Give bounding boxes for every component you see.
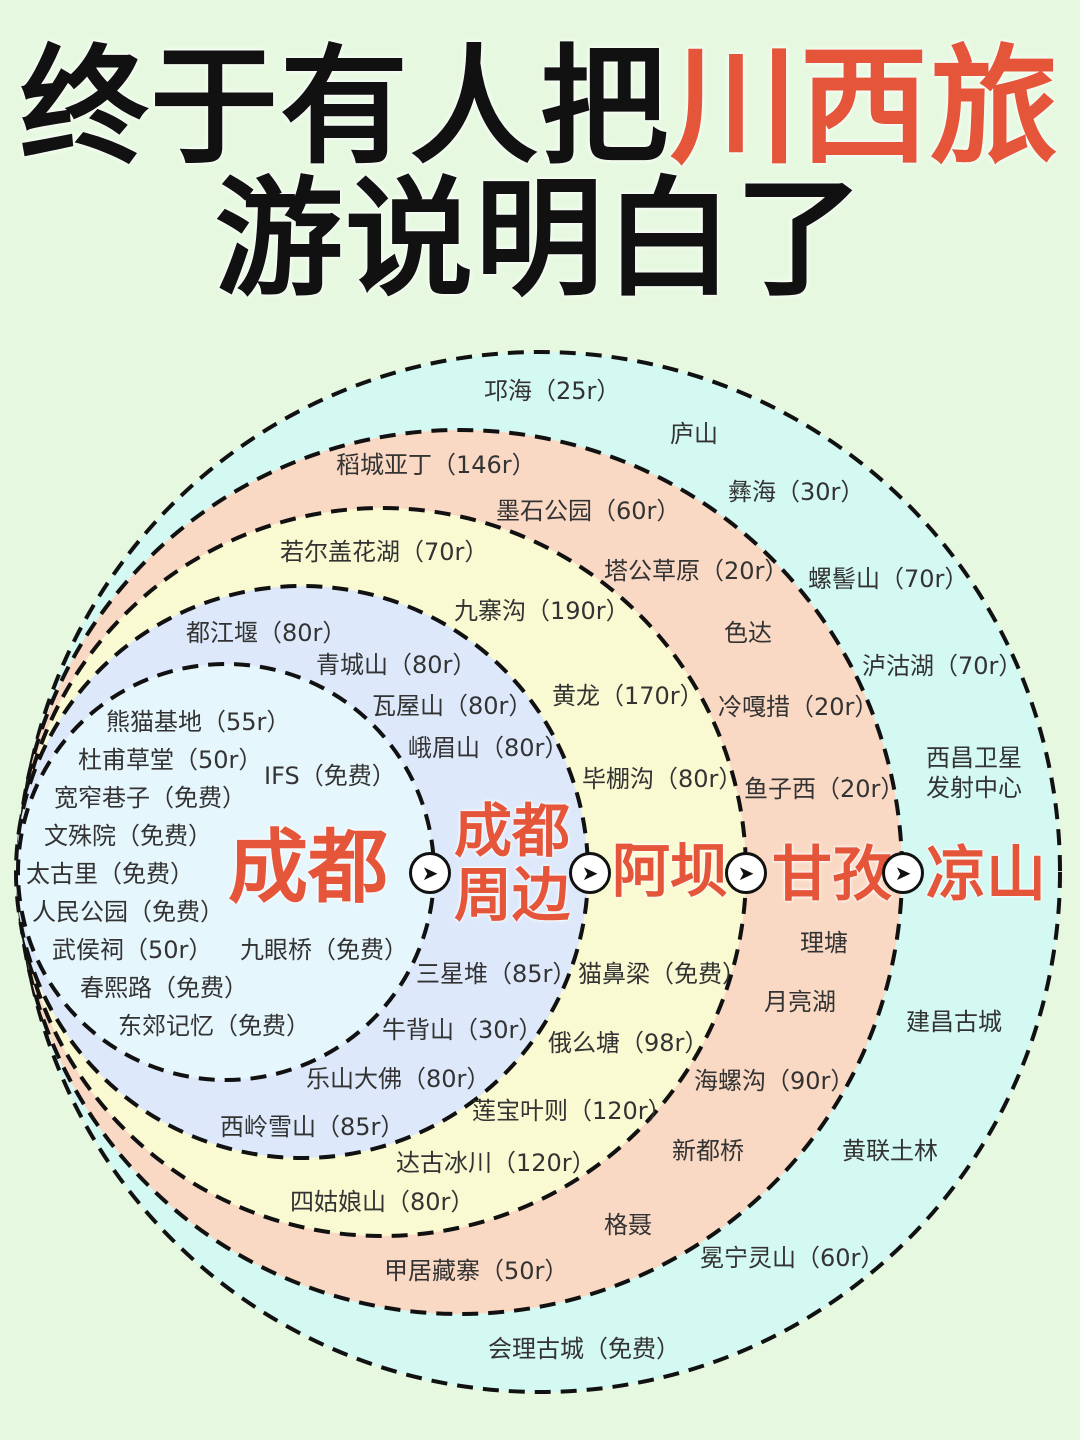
arrow-aba-to-ganzi: ➤	[725, 852, 767, 894]
spot-label: 泸沽湖（70r）	[862, 652, 1023, 680]
arrow-ganzi-to-liangshan: ➤	[882, 852, 924, 894]
spot-label: 庐山	[670, 420, 718, 448]
spot-label: 三星堆（85r）	[416, 960, 577, 988]
arrow-chengdu-to-surround: ➤	[409, 852, 451, 894]
spot-label: 西岭雪山（85r）	[220, 1113, 405, 1141]
spot-label: 莲宝叶则（120r）	[472, 1097, 672, 1125]
arrow-right-icon: ➤	[737, 861, 755, 885]
spot-label: 海螺沟（90r）	[694, 1067, 855, 1095]
spot-label: 杜甫草堂（50r）	[78, 746, 263, 774]
spot-label: 塔公草原（20r）	[604, 557, 789, 585]
spot-label: 太古里（免费）	[26, 860, 194, 888]
spot-label: 冕宁灵山（60r）	[700, 1244, 885, 1272]
spot-label: 色达	[724, 619, 772, 647]
spot-label: 发射中心	[926, 774, 1022, 802]
spot-label: 都江堰（80r）	[186, 619, 347, 647]
spot-label: 月亮湖	[764, 988, 836, 1016]
spot-label: 九寨沟（190r）	[454, 597, 630, 625]
spot-label: 西昌卫星	[926, 744, 1022, 772]
spot-label: 青城山（80r）	[316, 651, 477, 679]
spot-label: 邛海（25r）	[484, 377, 621, 405]
spot-label: 稻城亚丁（146r）	[336, 451, 536, 479]
spot-label: 猫鼻梁（免费）	[578, 960, 746, 988]
title-red-part: 川西旅	[670, 33, 1061, 182]
spot-label: 达古冰川（120r）	[396, 1149, 596, 1177]
spot-label: 东郊记忆（免费）	[118, 1012, 310, 1040]
region-title-liangshan: 凉山	[926, 840, 1046, 910]
title-line-2: 游说明白了	[214, 165, 865, 314]
arrow-surround-to-aba: ➤	[569, 852, 611, 894]
title-black-part: 终于有人把	[19, 33, 670, 182]
spot-label: 峨眉山（80r）	[408, 734, 569, 762]
spot-label: 墨石公园（60r）	[496, 497, 681, 525]
spot-label: 螺髻山（70r）	[808, 565, 969, 593]
spot-label: 武侯祠（50r）	[52, 936, 213, 964]
spot-label: 理塘	[800, 929, 848, 957]
spot-label: 建昌古城	[906, 1008, 1002, 1036]
spot-label: 四姑娘山（80r）	[290, 1188, 475, 1216]
spot-label: 人民公园（免费）	[32, 898, 224, 926]
spot-label: 宽窄巷子（免费）	[54, 784, 246, 812]
region-title-chengdu-surround-line2: 周边	[454, 861, 571, 929]
region-title-aba: 阿坝	[612, 837, 729, 905]
spot-label: 瓦屋山（80r）	[372, 692, 533, 720]
spot-label: 格聂	[604, 1211, 652, 1239]
region-title-chengdu: 成都	[228, 821, 388, 914]
spot-label: 俄么塘（98r）	[548, 1029, 709, 1057]
spot-label: 九眼桥（免费）	[240, 936, 408, 964]
spot-label: 熊猫基地（55r）	[106, 708, 291, 736]
spot-label: 彝海（30r）	[728, 478, 865, 506]
arrow-right-icon: ➤	[421, 861, 439, 885]
spot-label: 春熙路（免费）	[80, 974, 248, 1002]
spot-label: 新都桥	[672, 1137, 744, 1165]
spot-label: 甲居藏寨（50r）	[384, 1257, 569, 1285]
spot-label: 黄龙（170r）	[552, 682, 704, 710]
spot-label: 文殊院（免费）	[44, 822, 212, 850]
spot-label: 黄联土林	[842, 1137, 938, 1165]
title-line-1: 终于有人把川西旅	[0, 38, 1080, 178]
spot-label: IFS（免费）	[264, 762, 396, 790]
arrow-right-icon: ➤	[894, 861, 912, 885]
spot-label: 会理古城（免费）	[488, 1335, 680, 1363]
spot-label: 冷嘎措（20r）	[718, 693, 879, 721]
spot-label: 牛背山（30r）	[382, 1016, 543, 1044]
arrow-right-icon: ➤	[581, 861, 599, 885]
spot-label: 若尔盖花湖（70r）	[280, 538, 489, 566]
region-title-ganzi: 甘孜	[772, 840, 892, 910]
region-title-chengdu-surround-line1: 成都	[454, 797, 571, 865]
spot-label: 鱼子西（20r）	[744, 775, 905, 803]
spot-label: 毕棚沟（80r）	[582, 765, 743, 793]
spot-label: 乐山大佛（80r）	[306, 1065, 491, 1093]
